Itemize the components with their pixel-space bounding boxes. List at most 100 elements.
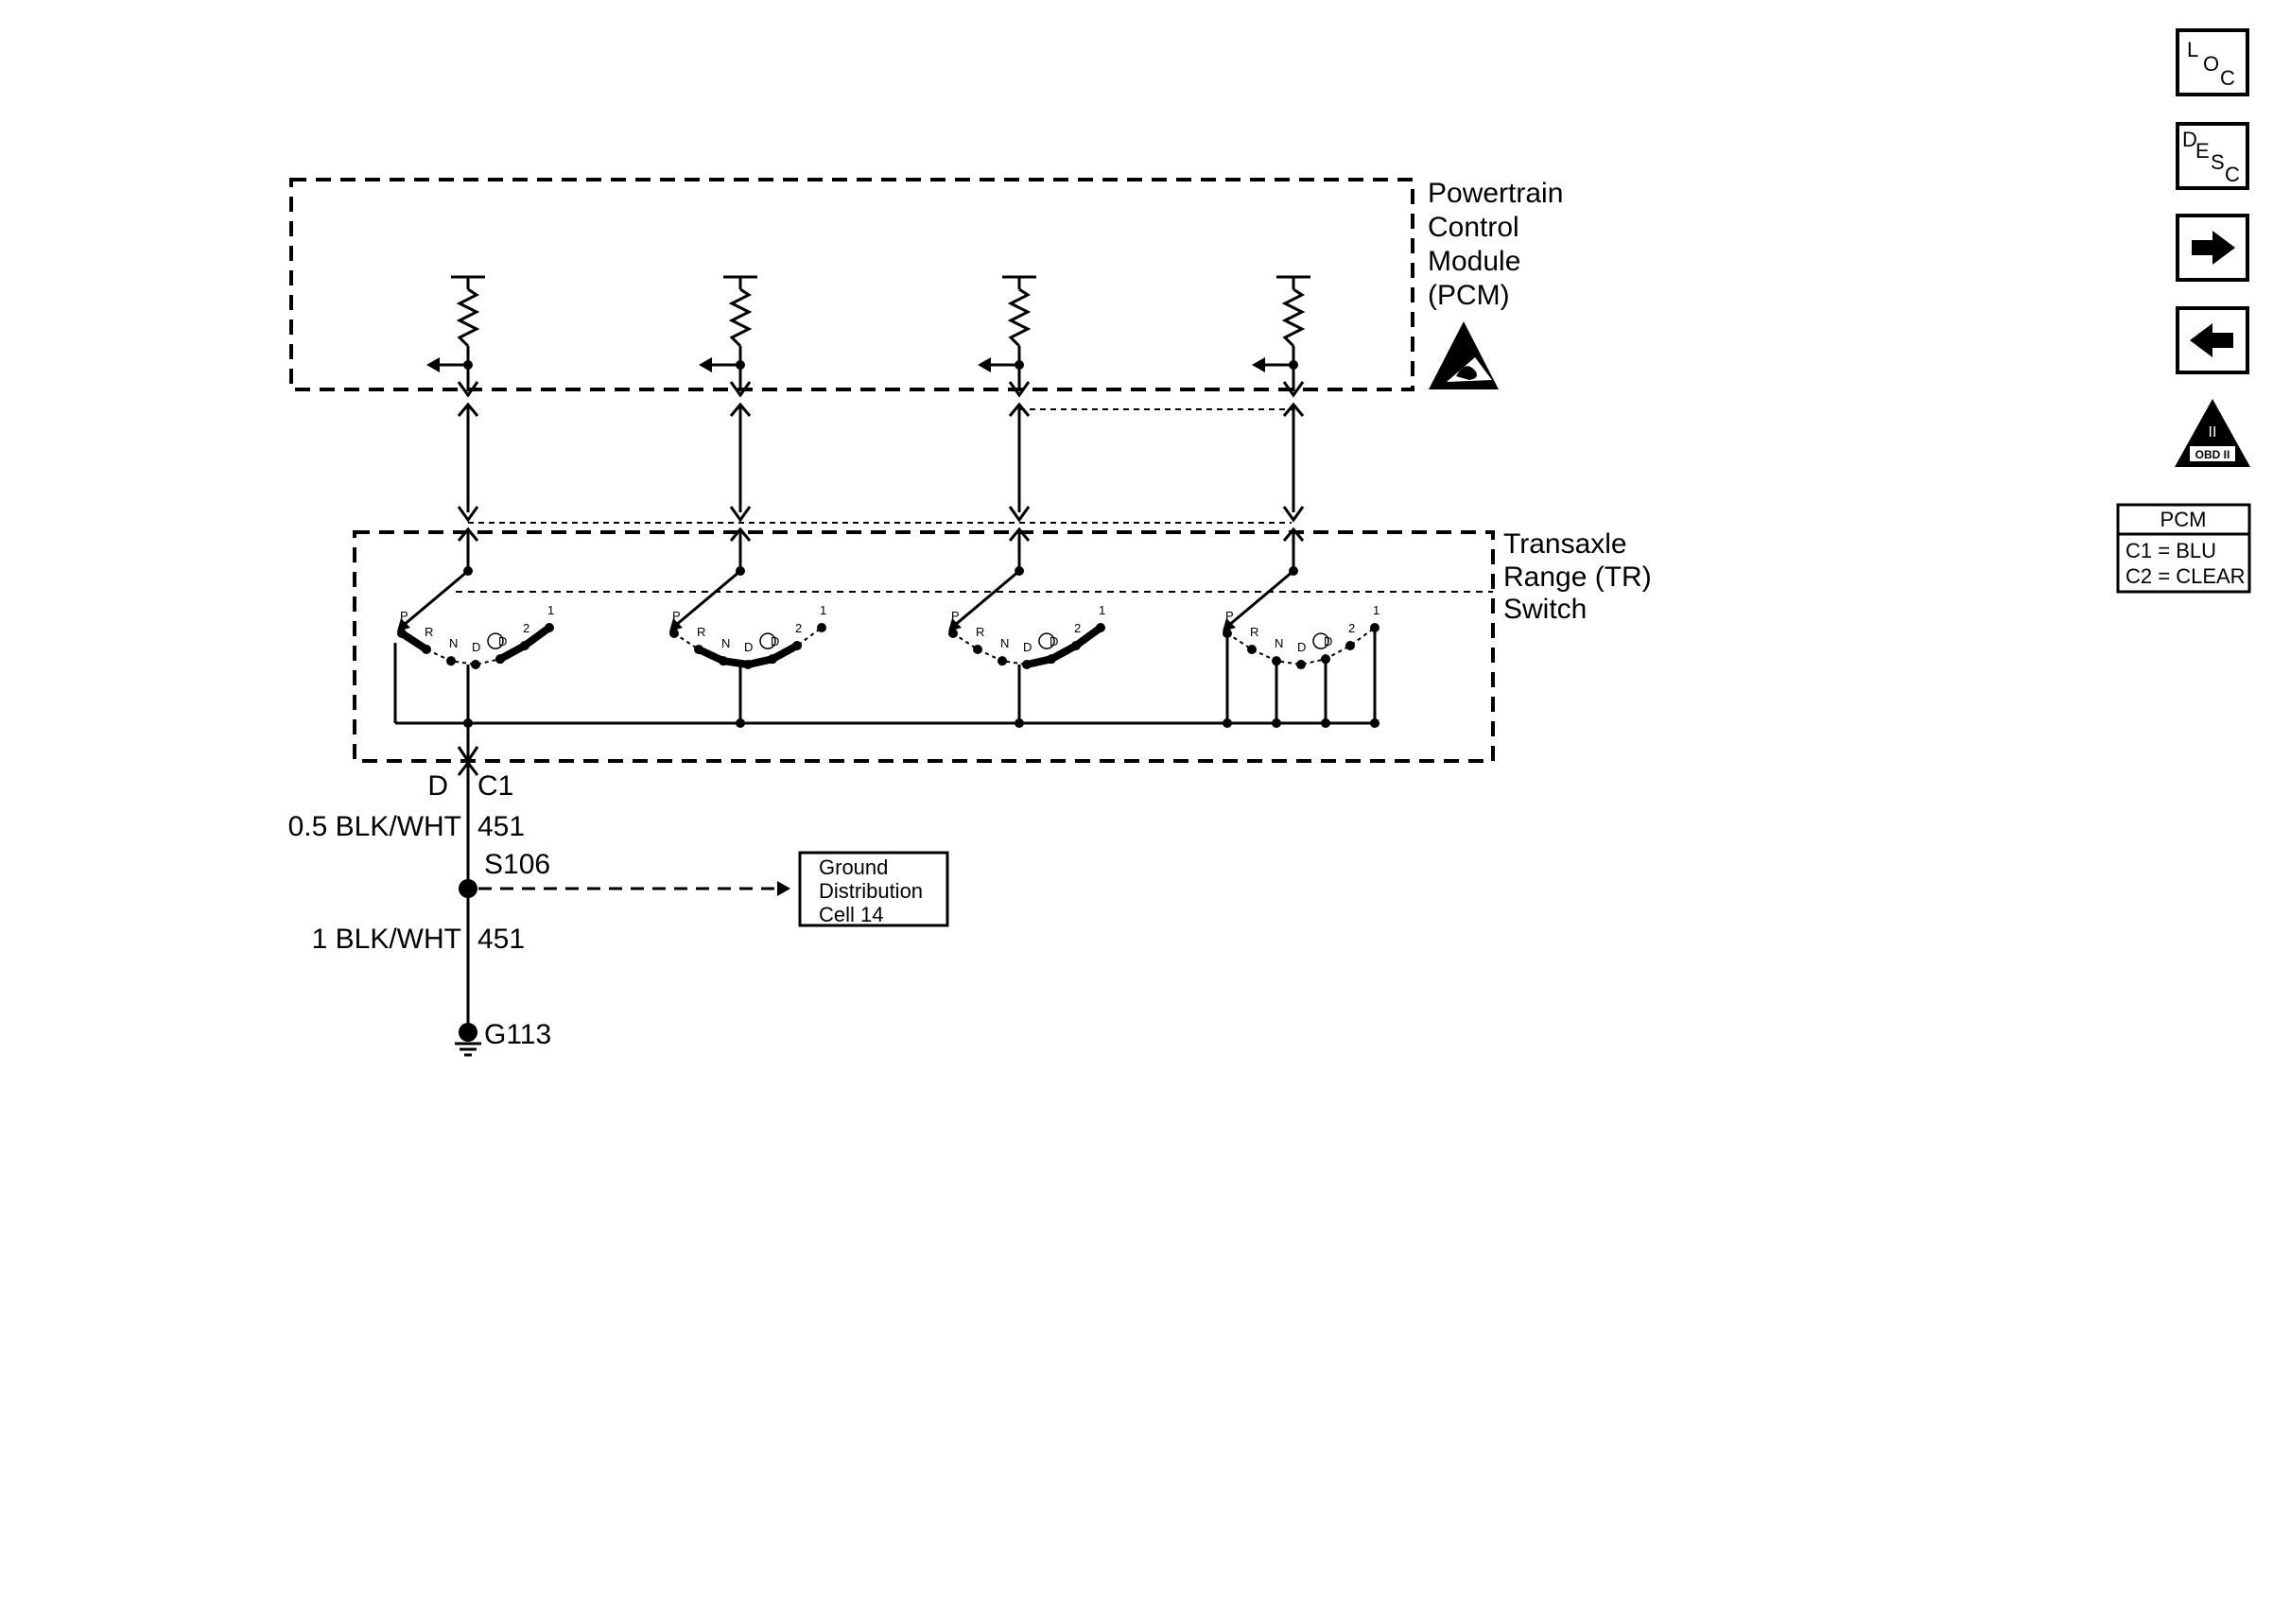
input-arrow-icon [1252, 357, 1265, 372]
switch-arm [402, 569, 469, 628]
contact-point [768, 654, 777, 665]
position-label: N [449, 636, 458, 650]
svg-text:PCM: PCM [2160, 508, 2207, 531]
position-label: D [744, 640, 753, 654]
svg-text:C: C [2225, 163, 2240, 186]
position-label: 2 [1074, 621, 1081, 635]
switch-arm [1227, 569, 1294, 628]
connector-icon [457, 381, 479, 398]
desc-button[interactable]: D E S C [2176, 122, 2249, 190]
svg-text:C: C [2220, 66, 2235, 90]
position-label: R [976, 625, 984, 639]
contact-point [719, 656, 728, 666]
svg-text:S106: S106 [484, 849, 550, 880]
pull-up-resistor [1007, 287, 1032, 348]
svg-text:Range (TR): Range (TR) [1503, 561, 1652, 593]
ground-symbol-icon [455, 1023, 481, 1057]
position-label: 2 [795, 621, 802, 635]
contact-point [792, 641, 802, 650]
closed-contact [1023, 624, 1104, 668]
svg-text:Module: Module [1428, 246, 1520, 277]
svg-text:Ground: Ground [819, 855, 888, 879]
contact-point [1047, 654, 1056, 665]
position-label: 2 [1348, 621, 1355, 635]
position-label: N [1000, 636, 1009, 650]
svg-text:D: D [2182, 128, 2197, 151]
connector-icon [1282, 381, 1305, 398]
contact-point [694, 645, 703, 654]
loc-button[interactable]: L O C [2176, 28, 2249, 96]
ground-wire-1: 0.5 BLK/WHT [288, 811, 461, 842]
position-label: D [472, 640, 480, 654]
pcm-connector-legend: PCM C1 = BLU C2 = CLEAR [2116, 503, 2251, 594]
position-label: P [951, 609, 960, 623]
svg-text:Distribution: Distribution [819, 879, 923, 903]
contact-point [1345, 641, 1355, 650]
ground-label: G113 [484, 1019, 551, 1050]
position-label: R [1250, 625, 1258, 639]
pcm-boundary [289, 178, 1414, 391]
ground-path: D C1 0.5 BLK/WHT 451 S106 1 BLK/WHT 451 … [288, 723, 790, 1057]
switch-arm [674, 569, 741, 628]
contact-point [669, 629, 679, 638]
pull-up-resistor [456, 287, 480, 348]
closed-contact [398, 630, 430, 653]
position-label: P [672, 609, 681, 623]
input-arrow-icon [978, 357, 991, 372]
contact-point [422, 645, 431, 654]
contact-point [545, 623, 554, 632]
position-label: 1 [820, 603, 826, 617]
ground-connector: C1 [477, 770, 513, 802]
position-label: P [1225, 609, 1234, 623]
contact-point [446, 656, 456, 666]
position-label: 1 [1099, 603, 1105, 617]
prev-page-button[interactable] [2176, 306, 2249, 374]
next-page-button[interactable] [2176, 214, 2249, 282]
contact-point [948, 629, 958, 638]
contact-point [973, 645, 982, 654]
connector-icon [729, 381, 752, 398]
contact-point [495, 654, 505, 665]
ground-distribution-link[interactable]: Ground Distribution Cell 14 [798, 851, 949, 927]
svg-text:Powertrain: Powertrain [1428, 178, 1563, 209]
input-arrow-icon [699, 357, 712, 372]
obd-ii-button[interactable]: II OBD II [2175, 399, 2250, 467]
ground-circuit-1: 451 [477, 811, 525, 842]
splice-s106 [459, 879, 477, 898]
ground-wire-2: 1 BLK/WHT [312, 924, 461, 955]
arrow-right-icon [2192, 231, 2235, 265]
position-label: D [1297, 640, 1306, 654]
switch-arm [953, 569, 1020, 628]
ground-circuit-2: 451 [477, 924, 525, 955]
input-arrow-icon [426, 357, 440, 372]
pull-up-resistor [728, 287, 753, 348]
svg-text:E: E [2195, 139, 2210, 163]
contact-point [1071, 641, 1081, 650]
svg-text:OBD II: OBD II [2195, 448, 2230, 461]
contact-point [1096, 623, 1105, 632]
contact-point [1247, 645, 1257, 654]
tr-switch-title: Transaxle Range (TR) Switch [1503, 528, 1652, 625]
esd-warning-icon [1429, 321, 1499, 389]
svg-text:II: II [2209, 424, 2217, 441]
contact-point [743, 660, 753, 669]
svg-text:Control: Control [1428, 212, 1519, 243]
position-label: R [425, 625, 433, 639]
contact-point [1022, 660, 1032, 669]
position-label: 2 [523, 621, 529, 635]
svg-text:O: O [2203, 52, 2219, 76]
tr-switch-boundary [353, 530, 1495, 763]
pcm-title: Powertrain Control Module (PCM) [1428, 178, 1563, 311]
contact-point [471, 660, 480, 669]
position-label: 1 [547, 603, 554, 617]
connector-icon [1008, 381, 1031, 398]
position-label: 1 [1373, 603, 1379, 617]
svg-text:C1 = BLU: C1 = BLU [2126, 539, 2216, 562]
pull-up-resistor [1281, 287, 1306, 348]
svg-text:Switch: Switch [1503, 594, 1587, 625]
arrow-left-icon [2190, 323, 2233, 357]
svg-text:(PCM): (PCM) [1428, 280, 1510, 311]
position-label: P [400, 609, 408, 623]
svg-text:Cell 14: Cell 14 [819, 903, 883, 926]
